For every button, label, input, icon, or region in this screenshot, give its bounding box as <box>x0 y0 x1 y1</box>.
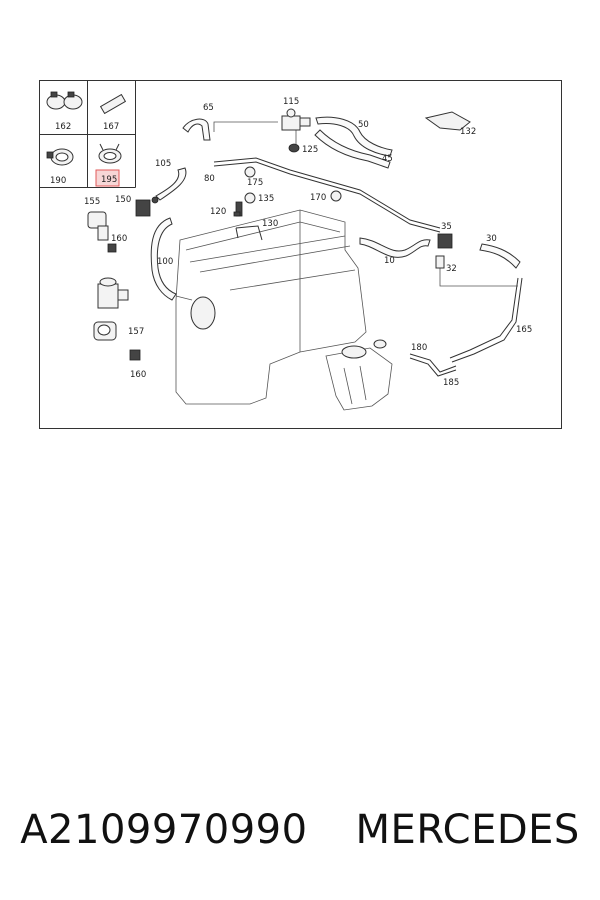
hose-105 <box>155 167 187 201</box>
hose-30 <box>479 243 521 269</box>
callout-170: 170 <box>310 193 326 203</box>
hose-45 <box>314 129 391 169</box>
callout-190: 190 <box>50 176 66 186</box>
callout-132: 132 <box>460 127 476 137</box>
pipe-connector-icon <box>99 93 127 115</box>
small-parts-grid <box>39 80 136 188</box>
hose-clamp-icon <box>46 148 74 166</box>
callout-80: 80 <box>204 174 215 184</box>
callout-175: 175 <box>247 178 263 188</box>
bracket-130 <box>235 225 263 241</box>
spring-clamp-icon <box>98 143 122 164</box>
part-caption: A2109970990 MERCEDES <box>0 800 600 860</box>
callout-labels: 162 167 190 195 65 115 50 125 45 132 105… <box>50 97 532 388</box>
callout-155: 155 <box>84 197 100 207</box>
highlight-195 <box>95 169 120 187</box>
hose-10 <box>359 237 431 258</box>
callout-120: 120 <box>210 207 226 217</box>
expansion-tank <box>325 339 393 411</box>
pipe-180-185 <box>409 353 457 377</box>
callout-165: 165 <box>516 325 532 335</box>
clamp-pair-icon <box>46 91 83 110</box>
part-number: A2109970990 <box>20 807 308 853</box>
sensor-135 <box>235 192 256 217</box>
pump-assembly <box>97 277 129 309</box>
brand-name: MERCEDES <box>355 807 580 853</box>
callout-10: 10 <box>384 256 395 266</box>
plug-125 <box>288 143 300 153</box>
hose-100 <box>150 217 177 301</box>
mount-155 <box>87 211 109 241</box>
callout-100: 100 <box>157 257 173 267</box>
pipe-main <box>213 157 441 233</box>
callout-180: 180 <box>411 343 427 353</box>
callout-135: 135 <box>258 194 274 204</box>
callout-162: 162 <box>55 122 71 132</box>
callout-125: 125 <box>302 145 318 155</box>
bolt-160-lower <box>129 349 141 361</box>
callout-130: 130 <box>262 219 278 229</box>
callout-65: 65 <box>203 103 214 113</box>
parts-diagram: 162 167 190 195 65 115 50 125 45 132 105… <box>39 80 562 429</box>
bracket-132 <box>424 111 471 131</box>
callout-30: 30 <box>486 234 497 244</box>
mount-157 <box>93 321 117 341</box>
engine-block <box>175 209 367 405</box>
plug-175 <box>244 166 256 178</box>
callout-150: 150 <box>115 195 131 205</box>
clip-120 <box>233 211 241 217</box>
hose-50 <box>315 116 393 157</box>
valve-115 <box>281 108 311 131</box>
connector-35 <box>437 233 453 249</box>
callout-160-lower: 160 <box>130 370 146 380</box>
connector-32 <box>435 255 445 269</box>
diagram-frame <box>39 80 562 429</box>
callout-195: 195 <box>101 175 117 185</box>
callout-32: 32 <box>446 264 457 274</box>
callout-167: 167 <box>103 122 119 132</box>
callout-157: 157 <box>128 327 144 337</box>
callout-115: 115 <box>283 97 299 107</box>
pipe-165 <box>449 277 523 363</box>
callout-160-upper: 160 <box>111 234 127 244</box>
cap-170 <box>330 190 342 202</box>
hose-80 <box>182 118 211 141</box>
callout-35: 35 <box>441 222 452 232</box>
callout-105: 105 <box>155 159 171 169</box>
valve-150 <box>135 196 159 217</box>
callout-45: 45 <box>382 154 393 164</box>
callout-185: 185 <box>443 378 459 388</box>
callout-50: 50 <box>358 120 369 130</box>
bolt-160-upper <box>107 243 117 253</box>
